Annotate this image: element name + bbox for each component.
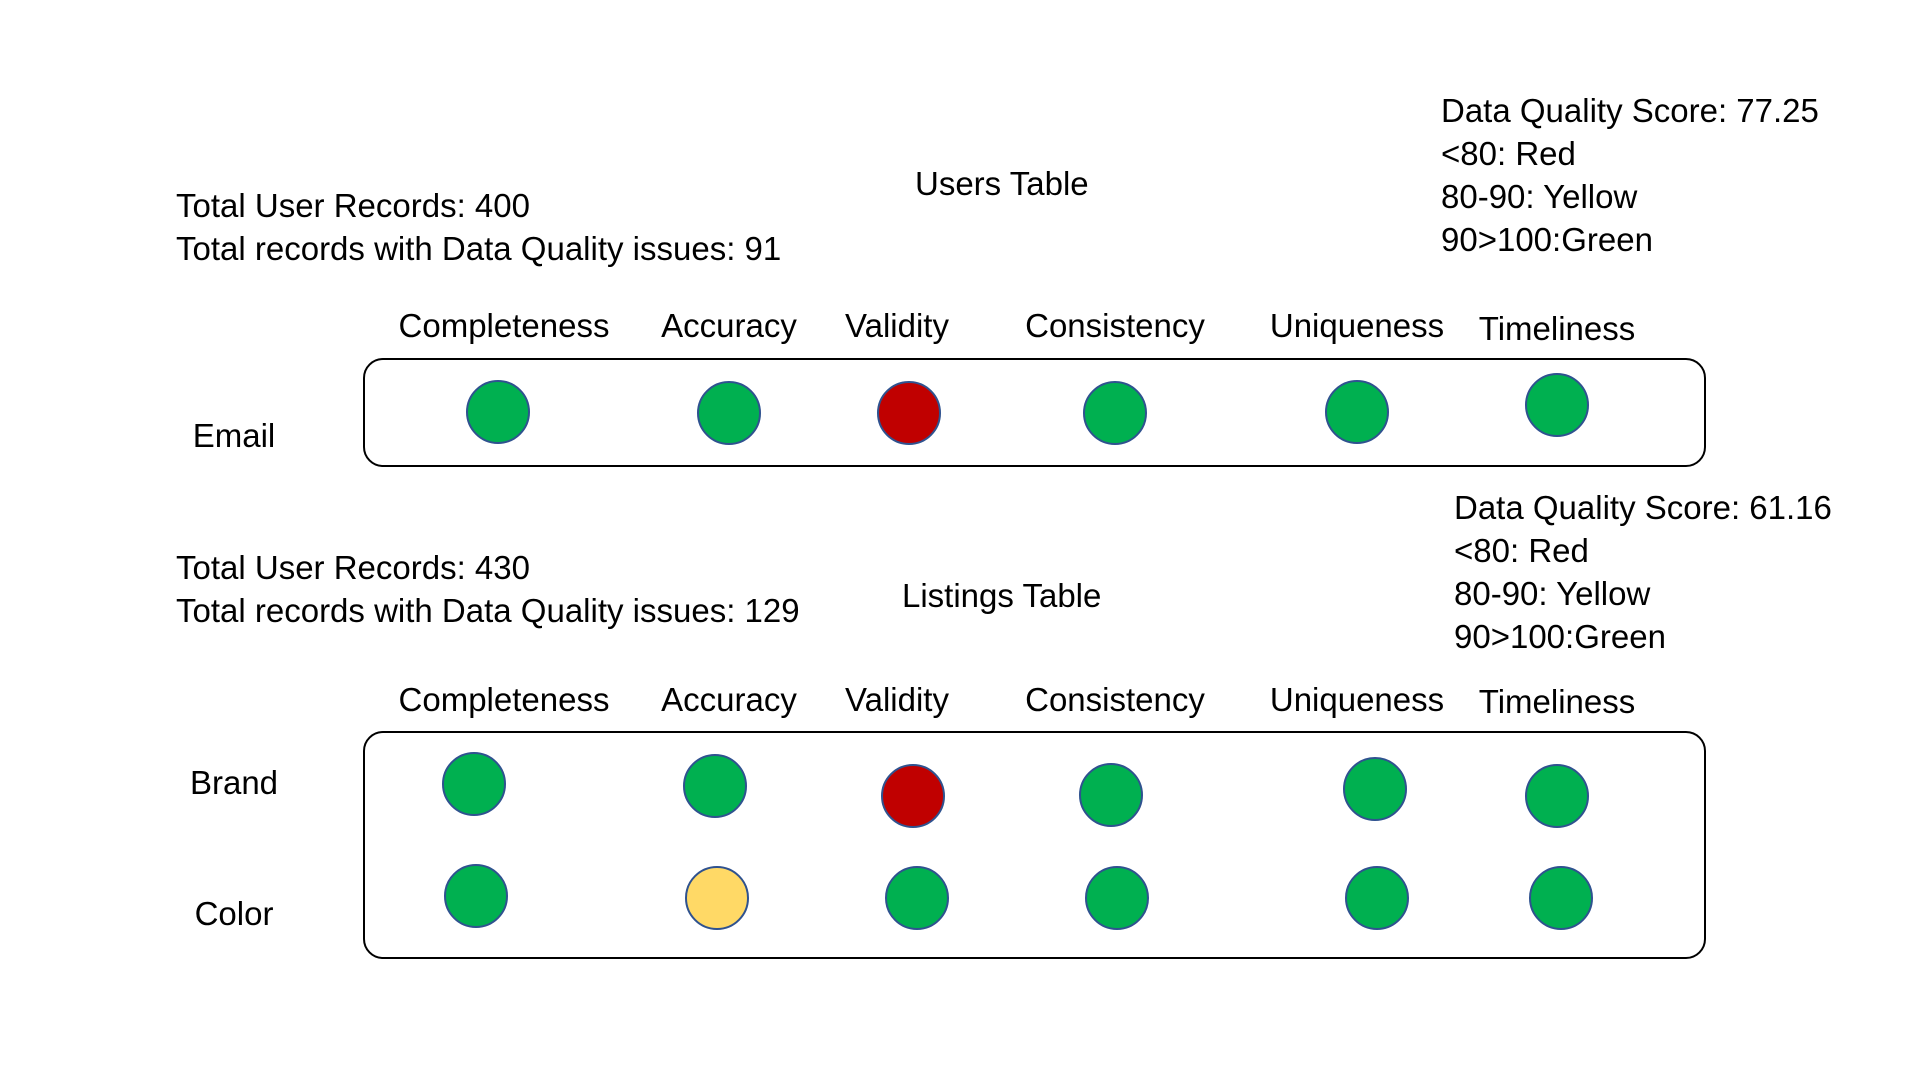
status-dot: [877, 381, 941, 445]
users-stats: Total User Records: 400 Total records wi…: [176, 184, 781, 270]
listings-issue-records: Total records with Data Quality issues: …: [176, 592, 800, 629]
users-row-label-email: Email: [192, 417, 276, 454]
listings-dim-accuracy: Accuracy: [661, 681, 797, 718]
listings-score-line: 80-90: Yellow: [1454, 575, 1651, 612]
status-dot: [1343, 757, 1407, 821]
listings-total-records: Total User Records: 430: [176, 549, 530, 586]
listings-table-title: Listings Table: [902, 577, 1102, 614]
users-dim-completeness: Completeness: [398, 307, 610, 344]
status-dot: [1325, 380, 1389, 444]
listings-score-line: <80: Red: [1454, 532, 1589, 569]
status-dot: [1525, 764, 1589, 828]
users-score-line: Data Quality Score: 77.25: [1441, 92, 1819, 129]
status-dot: [1345, 866, 1409, 930]
status-dot: [1529, 866, 1593, 930]
status-dot: [885, 866, 949, 930]
listings-dim-uniqueness: Uniqueness: [1269, 681, 1445, 718]
status-dot: [683, 754, 747, 818]
users-score-legend: Data Quality Score: 77.25 <80: Red 80-90…: [1441, 89, 1819, 261]
status-dot: [466, 380, 530, 444]
status-dot: [881, 764, 945, 828]
status-dot: [1085, 866, 1149, 930]
users-dim-validity: Validity: [845, 307, 949, 344]
listings-quality-panel: [363, 731, 1706, 959]
users-quality-panel: [363, 358, 1706, 467]
users-score-line: <80: Red: [1441, 135, 1576, 172]
listings-score-line: 90>100:Green: [1454, 618, 1666, 655]
users-issue-records: Total records with Data Quality issues: …: [176, 230, 782, 267]
users-dim-uniqueness: Uniqueness: [1269, 307, 1445, 344]
status-dot: [444, 864, 508, 928]
status-dot: [442, 752, 506, 816]
listings-dim-validity: Validity: [845, 681, 949, 718]
listings-score-line: Data Quality Score: 61.16: [1454, 489, 1832, 526]
listings-dim-timeliness: Timeliness: [1478, 683, 1636, 720]
status-dot: [685, 866, 749, 930]
listings-row-label-brand: Brand: [189, 764, 279, 801]
listings-dim-consistency: Consistency: [1025, 681, 1205, 718]
users-score-line: 90>100:Green: [1441, 221, 1653, 258]
listings-dim-completeness: Completeness: [398, 681, 610, 718]
listings-stats: Total User Records: 430 Total records wi…: [176, 546, 800, 632]
users-dim-consistency: Consistency: [1025, 307, 1205, 344]
users-score-line: 80-90: Yellow: [1441, 178, 1638, 215]
status-dot: [1525, 373, 1589, 437]
status-dot: [1083, 381, 1147, 445]
users-table-title: Users Table: [915, 165, 1089, 202]
listings-score-legend: Data Quality Score: 61.16 <80: Red 80-90…: [1454, 486, 1832, 658]
status-dot: [697, 381, 761, 445]
status-dot: [1079, 763, 1143, 827]
users-dim-timeliness: Timeliness: [1478, 310, 1636, 347]
users-dim-accuracy: Accuracy: [661, 307, 797, 344]
users-total-records: Total User Records: 400: [176, 187, 530, 224]
listings-row-label-color: Color: [194, 895, 274, 932]
